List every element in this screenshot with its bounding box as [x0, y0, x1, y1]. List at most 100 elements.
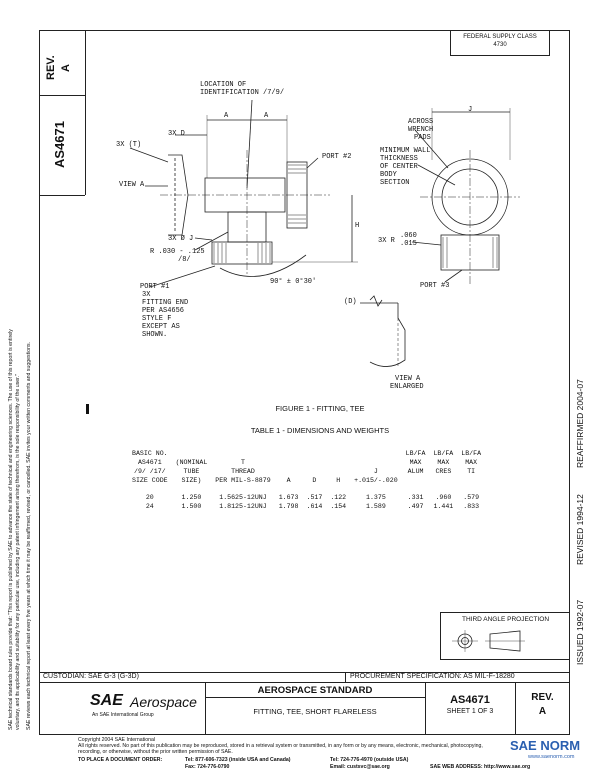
titleblock-divider: [345, 672, 346, 682]
federal-supply-class-box: FEDERAL SUPPLY CLASS 4730: [450, 30, 550, 56]
table-cell: .154: [330, 503, 347, 510]
callout-radius: R .030 - .125: [150, 248, 205, 256]
table-header-cell: [402, 476, 430, 485]
table-cell: .122: [330, 494, 347, 501]
callout-view-a-enlarged-1: VIEW A: [395, 375, 421, 383]
callout-3x-d: 3X D: [168, 130, 185, 138]
table-header-cell: [275, 458, 303, 467]
callout-view-a: VIEW A: [119, 181, 145, 189]
table-header-cell: CRES: [435, 468, 452, 475]
table-cell: 1.250: [181, 494, 202, 501]
third-angle-projection-box: THIRD ANGLE PROJECTION: [440, 612, 570, 660]
callout-3x-r: 3X R: [378, 237, 395, 245]
table-cell: .497: [407, 503, 424, 510]
third-angle-projection-label: THIRD ANGLE PROJECTION: [461, 616, 550, 623]
custodian-label: CUSTODIAN: SAE G-3 (G-3D): [43, 673, 139, 680]
table-cell: .960: [435, 494, 452, 501]
table-spacer-row: [128, 485, 485, 493]
callout-wrench: WRENCH: [408, 126, 434, 134]
footer-rev-value: A: [538, 706, 547, 717]
table-header-cell: [326, 449, 350, 458]
table-header-cell: [457, 476, 485, 485]
table-cell: 1.589: [366, 503, 386, 510]
callout-location-of: LOCATION OF: [200, 81, 247, 89]
table-header-cell: T: [241, 459, 245, 466]
header-row-line: [39, 195, 85, 196]
table-cell: .614: [306, 503, 323, 510]
table-header-cell: TUBE: [183, 468, 200, 475]
table-header-cell: [211, 449, 274, 458]
titleblock-divider: [515, 682, 516, 735]
callout-identification: IDENTIFICATION /7/9/: [200, 89, 285, 97]
callout-of-center: OF CENTER: [380, 163, 418, 171]
callout-view-a-enlarged-2: ENLARGED: [390, 383, 424, 391]
callout-thickness: THICKNESS: [380, 155, 418, 163]
table-header-cell: SIZE): [181, 477, 202, 484]
table-header-cell: LB/FA: [433, 450, 454, 457]
table-header-cell: A: [286, 477, 291, 484]
table-header-cell: [350, 449, 402, 458]
table-cell: .833: [463, 503, 480, 510]
federal-supply-class-value: 4730: [493, 42, 507, 48]
table-header-cell: (NOMINAL: [175, 459, 208, 466]
callout-dim-h: H: [355, 222, 360, 230]
watermark-logo: SAE NORM: [510, 738, 581, 753]
callout-except-as: EXCEPT AS: [142, 323, 180, 331]
table-cell: 1.673: [278, 494, 299, 501]
callout-port2: PORT #2: [322, 153, 352, 161]
table-header-cell: +.015/-.020: [354, 477, 398, 484]
table-header-cell: ALUM: [407, 468, 424, 475]
procurement-spec: PROCUREMENT SPECIFICATION: AS MIL-F-1828…: [350, 673, 515, 680]
order-label: TO PLACE A DOCUMENT ORDER:: [78, 757, 163, 763]
callout-fitting-end: FITTING END: [142, 299, 189, 307]
callout-across: ACROSS: [408, 118, 434, 126]
callout-3x-t: 3X (T): [116, 141, 142, 149]
table-header-cell: TI: [467, 468, 476, 475]
table-header-cell: [350, 458, 402, 467]
table-header-cell: LB/FA: [405, 450, 426, 457]
table-header-cell: THREAD: [231, 468, 255, 475]
callout-port1: PORT #1: [140, 283, 170, 291]
table-header-cell: J: [373, 468, 378, 475]
copyright: Copyright 2004 SAE International: [78, 737, 155, 743]
titleblock-top-line: [39, 672, 570, 673]
table-header-cell: SIZE CODE: [132, 477, 168, 484]
callout-r-lower: .015: [400, 240, 417, 248]
drawing-frame: [39, 30, 570, 735]
header-divider: [85, 30, 86, 195]
table-cell: 20: [145, 494, 154, 501]
callout-body: BODY: [380, 171, 397, 179]
table-title: TABLE 1 - DIMENSIONS AND WEIGHTS: [250, 426, 390, 435]
table-header-cell: [429, 476, 457, 485]
order-email: Email: custsvc@sae.org: [330, 764, 390, 770]
footer-doc-number: AS4671: [450, 694, 490, 706]
callout-3x-dia: 3X Ø J: [168, 235, 194, 243]
table-header-cell: [326, 458, 350, 467]
order-fax: Fax: 724-776-0790: [185, 764, 230, 770]
table-header-cell: MAX: [409, 459, 422, 466]
callout-style-f: STYLE F: [142, 315, 172, 323]
callout-min-wall: MINIMUM WALL: [380, 147, 431, 155]
table-header-cell: BASIC NO.: [132, 450, 168, 457]
table-header-cell: D: [312, 477, 317, 484]
table-header-row: SIZE CODE SIZE) PER MIL-S-8879 A D H +.015/-.0…: [128, 476, 485, 485]
view-a-enlarged-outline: [369, 303, 406, 367]
standard-title: AEROSPACE STANDARD: [257, 685, 373, 696]
table-header-cell: H: [336, 477, 341, 484]
callout-per-as: PER AS4656: [142, 307, 185, 315]
sheet-number: SHEET 1 OF 3: [446, 708, 494, 715]
table-cell: .331: [407, 494, 424, 501]
callout-pads: PADS: [414, 134, 431, 142]
sae-web-address: SAE WEB ADDRESS: http://www.sae.org: [430, 764, 531, 770]
rights-line-1: All rights reserved. No part of this pub…: [78, 743, 483, 749]
callout-detail-d: (D): [344, 298, 357, 306]
titleblock-divider: [205, 682, 206, 735]
order-tel-1: Tel: 877-606-7323 (inside USA and Canada…: [185, 757, 291, 763]
table-header-cell: PER MIL-S-8879: [215, 477, 271, 484]
table-cell: 1.5625-12UNJ: [219, 494, 267, 501]
table-header-cell: [302, 467, 326, 476]
table-cell: .579: [463, 494, 480, 501]
